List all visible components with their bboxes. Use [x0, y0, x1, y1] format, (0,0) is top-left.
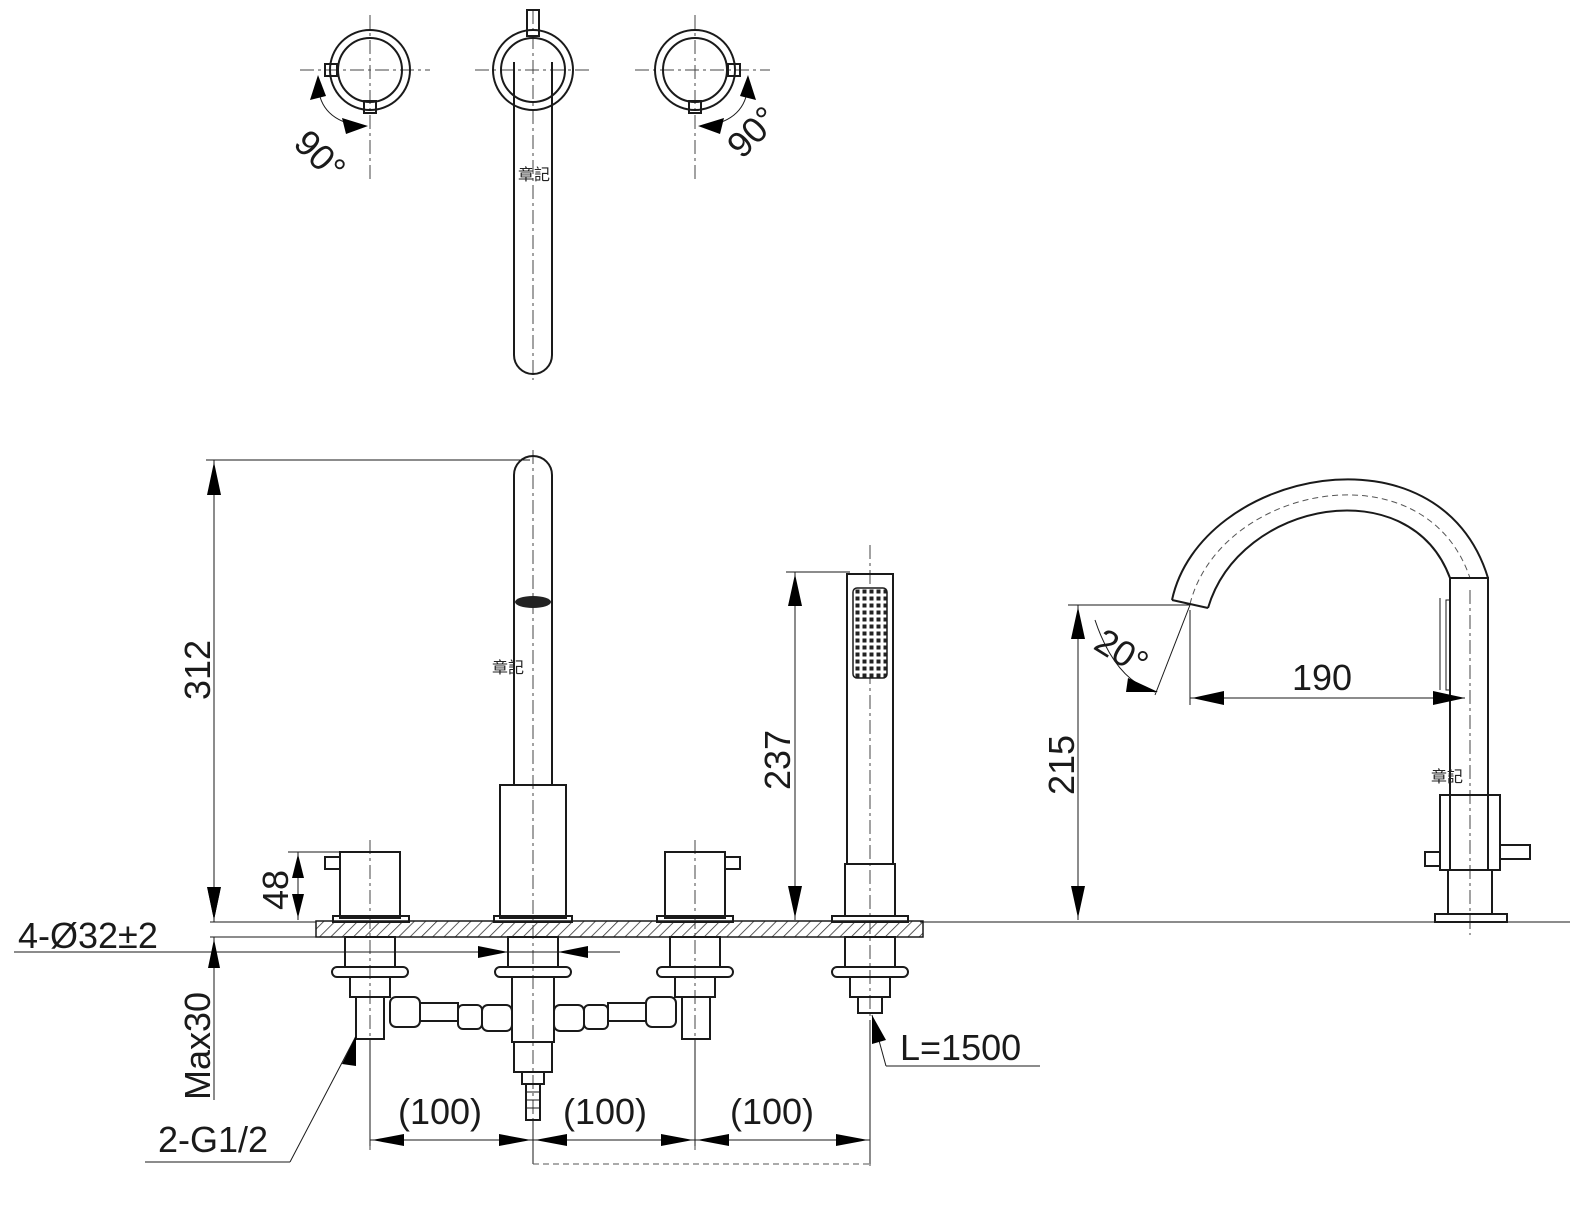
dim-connection: 2-G1/2: [145, 1035, 357, 1163]
dim-215: 215: [1041, 604, 1190, 920]
plan-view: 90° 90° 章記: [286, 9, 786, 380]
angle-left-label: 90°: [286, 122, 353, 189]
plan-left-handle: [300, 15, 430, 180]
height-spout-label: 215: [1041, 735, 1082, 795]
dim-hose: L=1500: [871, 1014, 1040, 1068]
dim-312: 312: [177, 459, 530, 922]
counter-top: [315, 920, 924, 938]
dim-holes: 4-Ø32±2 Max30: [14, 891, 620, 1100]
hose-length-label: L=1500: [900, 1027, 1021, 1068]
front-spout: [493, 450, 573, 1160]
stamp-front: 章記: [492, 658, 524, 677]
front-right-handle: [656, 840, 741, 1150]
dim-237: 237: [757, 571, 850, 920]
max-thickness-label: Max30: [177, 992, 218, 1100]
angle-right-label: 90°: [719, 98, 786, 165]
spacing-3-label: (100): [730, 1091, 814, 1132]
plan-right-handle: [635, 15, 770, 180]
dim-48: 48: [255, 851, 340, 920]
front-view: 312 48 4-Ø32±2 Max30: [14, 450, 1570, 1170]
stamp-side: 章記: [1431, 767, 1463, 786]
side-view: 215 20° 190 章記: [1041, 478, 1531, 935]
connection-label: 2-G1/2: [158, 1119, 268, 1160]
holes-label: 4-Ø32±2: [18, 915, 158, 956]
reach-spout-label: 190: [1292, 657, 1352, 698]
spacing-2-label: (100): [563, 1091, 647, 1132]
front-left-handle: [324, 840, 410, 1150]
height-handshower-label: 237: [757, 730, 798, 790]
stamp-top: 章記: [518, 165, 550, 184]
dim-20deg: 20°: [1088, 604, 1191, 696]
dim-190: 190: [1189, 610, 1465, 705]
spacing-1-label: (100): [398, 1091, 482, 1132]
height-total-label: 312: [177, 640, 218, 700]
plan-spout: [475, 9, 590, 380]
dim-spacing: (100) (100) (100): [369, 1020, 871, 1165]
height-handle-label: 48: [255, 870, 296, 910]
